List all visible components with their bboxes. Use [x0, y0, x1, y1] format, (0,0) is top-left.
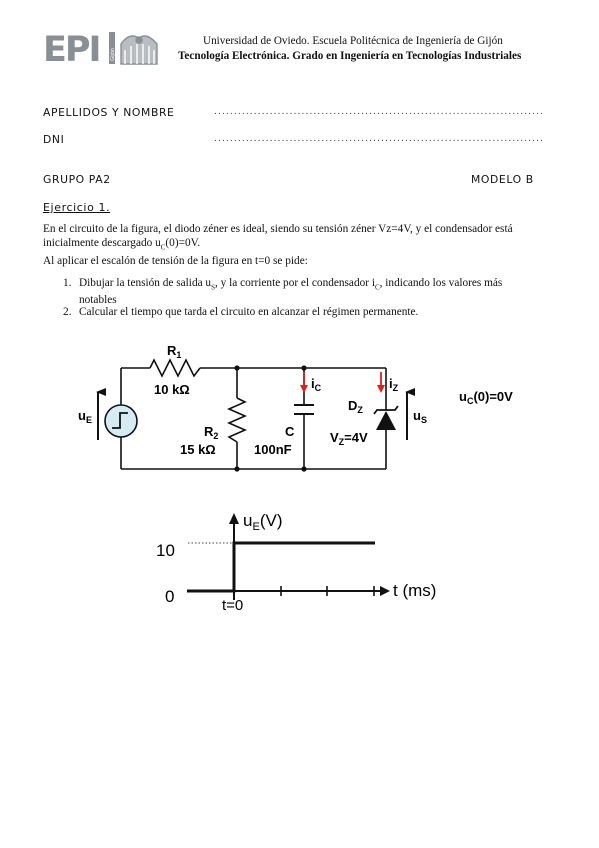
- q1-part-c: , indicando los valores más: [379, 277, 503, 289]
- group-label: GRUPO PA2: [43, 173, 111, 186]
- vz-label: VZ=4V: [330, 430, 368, 447]
- c-label: C: [285, 424, 295, 439]
- question-1-number: 1.: [63, 277, 72, 289]
- r2-label: R2: [204, 424, 218, 441]
- statement-text: inicialmente descargado u: [43, 237, 161, 249]
- step-signal-line: [187, 541, 375, 593]
- circuit-nodes: [234, 365, 307, 472]
- y-tick-0: 0: [165, 587, 174, 606]
- statement-line-3: Al aplicar el escalón de tensión de la f…: [43, 255, 308, 268]
- circuit-wires: [120, 367, 387, 470]
- resistor-r1-symbol: [149, 358, 201, 378]
- epi-logo: EPI Gijón: [43, 28, 161, 70]
- question-1-text: Dibujar la tensión de salida uS, y la co…: [79, 277, 543, 307]
- exercise-statement: En el circuito de la figura, el diodo zé…: [43, 222, 563, 268]
- y-tick-10: 10: [156, 541, 175, 560]
- logo-side-text: Gijón: [110, 48, 116, 61]
- step-source-icon: [104, 404, 138, 438]
- dni-label: DNI: [43, 133, 65, 146]
- ic-label: iC: [311, 376, 322, 393]
- model-label: MODELO B: [471, 173, 534, 186]
- header-line-2: Tecnología Electrónica. Grado en Ingenie…: [178, 50, 522, 62]
- question-2-text: Calcular el tiempo que tarda el circuito…: [79, 306, 419, 318]
- name-fill-line[interactable]: ........................................…: [214, 106, 542, 117]
- r2-value: 15 kΩ: [180, 442, 216, 457]
- resistor-r2-symbol: [227, 397, 247, 443]
- us-label: uS: [413, 408, 427, 425]
- university-crest-icon: [120, 35, 158, 65]
- q1-sub-c: C: [374, 283, 380, 292]
- x-tick-t0: t=0: [222, 597, 243, 614]
- logo-bar: [109, 32, 115, 64]
- r1-value: 10 kΩ: [154, 382, 190, 397]
- x-axis-arrowhead: [380, 586, 390, 596]
- zener-diode-symbol: [373, 405, 399, 430]
- q1-part-d: notables: [79, 294, 117, 307]
- x-ticks: [280, 586, 375, 596]
- question-2-number: 2.: [63, 306, 72, 318]
- x-axis-label: t (ms): [393, 581, 436, 600]
- dz-label: DZ: [348, 398, 363, 415]
- logo-graphic: EPI Gijón: [43, 30, 158, 70]
- exercise-title: Ejercicio 1.: [43, 201, 111, 214]
- iz-arrow: [377, 372, 385, 393]
- dni-fill-line[interactable]: ........................................…: [214, 133, 542, 144]
- header-line-1: Universidad de Oviedo. Escuela Politécni…: [203, 35, 503, 47]
- capacitor-symbol: [294, 404, 314, 415]
- q1-sub-s: S: [211, 283, 215, 292]
- statement-sub: C: [160, 243, 166, 252]
- statement-line-2: inicialmente descargado uC(0)=0V.: [43, 236, 563, 254]
- statement-line-1: En el circuito de la figura, el diodo zé…: [43, 223, 513, 235]
- question-2: 2. Calcular el tiempo que tarda el circu…: [63, 306, 543, 319]
- name-label: APELLIDOS Y NOMBRE: [43, 106, 175, 119]
- question-1: 1. Dibujar la tensión de salida uS, y la…: [63, 277, 543, 307]
- q1-part-b: , y la corriente por el condensador i: [214, 277, 375, 289]
- iz-label: iZ: [389, 376, 399, 393]
- step-plot: uE(V) t (ms) 10 0 t=0: [156, 511, 436, 614]
- ic-arrow: [300, 372, 308, 393]
- logo-text: EPI: [43, 30, 100, 68]
- y-axis-label: uE(V): [243, 511, 282, 533]
- r1-label: R1: [167, 343, 181, 360]
- q1-part-a: Dibujar la tensión de salida u: [79, 277, 212, 289]
- c-value: 100nF: [254, 442, 292, 457]
- statement-end: (0)=0V.: [165, 237, 201, 249]
- circuit-diagram: R1 10 kΩ R2 15 kΩ C 100nF iC iZ DZ VZ=4V…: [78, 343, 513, 472]
- y-axis-arrowhead: [229, 513, 239, 524]
- ue-label: uE: [78, 408, 92, 425]
- uc0-label: uC(0)=0V: [459, 389, 513, 406]
